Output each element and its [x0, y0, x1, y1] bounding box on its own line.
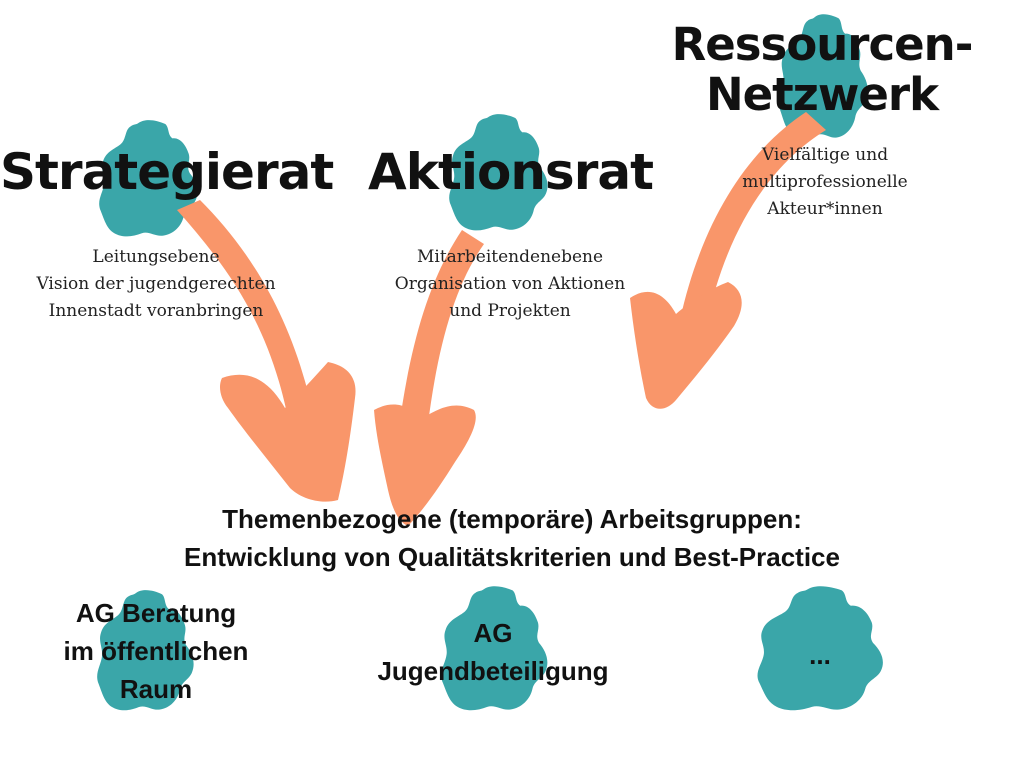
ressourcen-line-2: multiprofessionelle — [742, 172, 908, 192]
arrow-aktionsrat — [374, 230, 484, 526]
strategierat-line-3: Innenstadt voranbringen — [48, 301, 264, 321]
strategierat-line-2: Vision der jugendgerechten — [36, 274, 276, 294]
strategierat-line-1: Leitungsebene — [92, 247, 220, 267]
banner-line-1: Themenbezogene (temporäre) Arbeitsgruppe… — [222, 504, 802, 534]
ag-more-label: ... — [770, 636, 870, 674]
aktionsrat-title: Aktionsrat — [368, 143, 654, 201]
ag-jugend-line-2: Jugendbeteiligung — [377, 656, 609, 686]
ag-jugendbeteiligung-label: AG Jugendbeteiligung — [340, 614, 646, 690]
ressourcen-line-3: Akteur*innen — [767, 199, 883, 219]
banner-line-2: Entwicklung von Qualitätskriterien und B… — [184, 542, 840, 572]
aktionsrat-line-3: und Projekten — [449, 301, 571, 321]
ag-jugend-line-1: AG — [473, 618, 513, 648]
aktionsrat-line-2: Organisation von Aktionen — [394, 274, 626, 294]
ag-beratung-line-1: AG Beratung — [75, 598, 237, 628]
ag-beratung-line-3: Raum — [119, 674, 193, 704]
aktionsrat-description: Mitarbeitendenebene Organisation von Akt… — [362, 244, 658, 325]
ressourcen-description: Vielfältige und multiprofessionelle Akte… — [700, 142, 950, 223]
strategierat-title: Strategierat — [0, 143, 334, 201]
working-groups-banner: Themenbezogene (temporäre) Arbeitsgruppe… — [60, 500, 964, 576]
ag-more-line-1: ... — [809, 640, 831, 670]
ressourcen-title-line-1: Ressourcen- — [671, 18, 974, 71]
aktionsrat-line-1: Mitarbeitendenebene — [416, 247, 604, 267]
ressourcen-title: Ressourcen- Netzwerk — [650, 20, 994, 120]
arrow-strategierat — [177, 200, 356, 502]
ag-beratung-line-2: im öffentlichen — [63, 636, 249, 666]
ressourcen-title-line-2: Netzwerk — [705, 68, 939, 121]
strategierat-description: Leitungsebene Vision der jugendgerechten… — [6, 244, 306, 325]
ressourcen-line-1: Vielfältige und — [761, 145, 889, 165]
ag-beratung-label: AG Beratung im öffentlichen Raum — [20, 594, 292, 708]
arrow-ressourcen — [630, 112, 826, 409]
